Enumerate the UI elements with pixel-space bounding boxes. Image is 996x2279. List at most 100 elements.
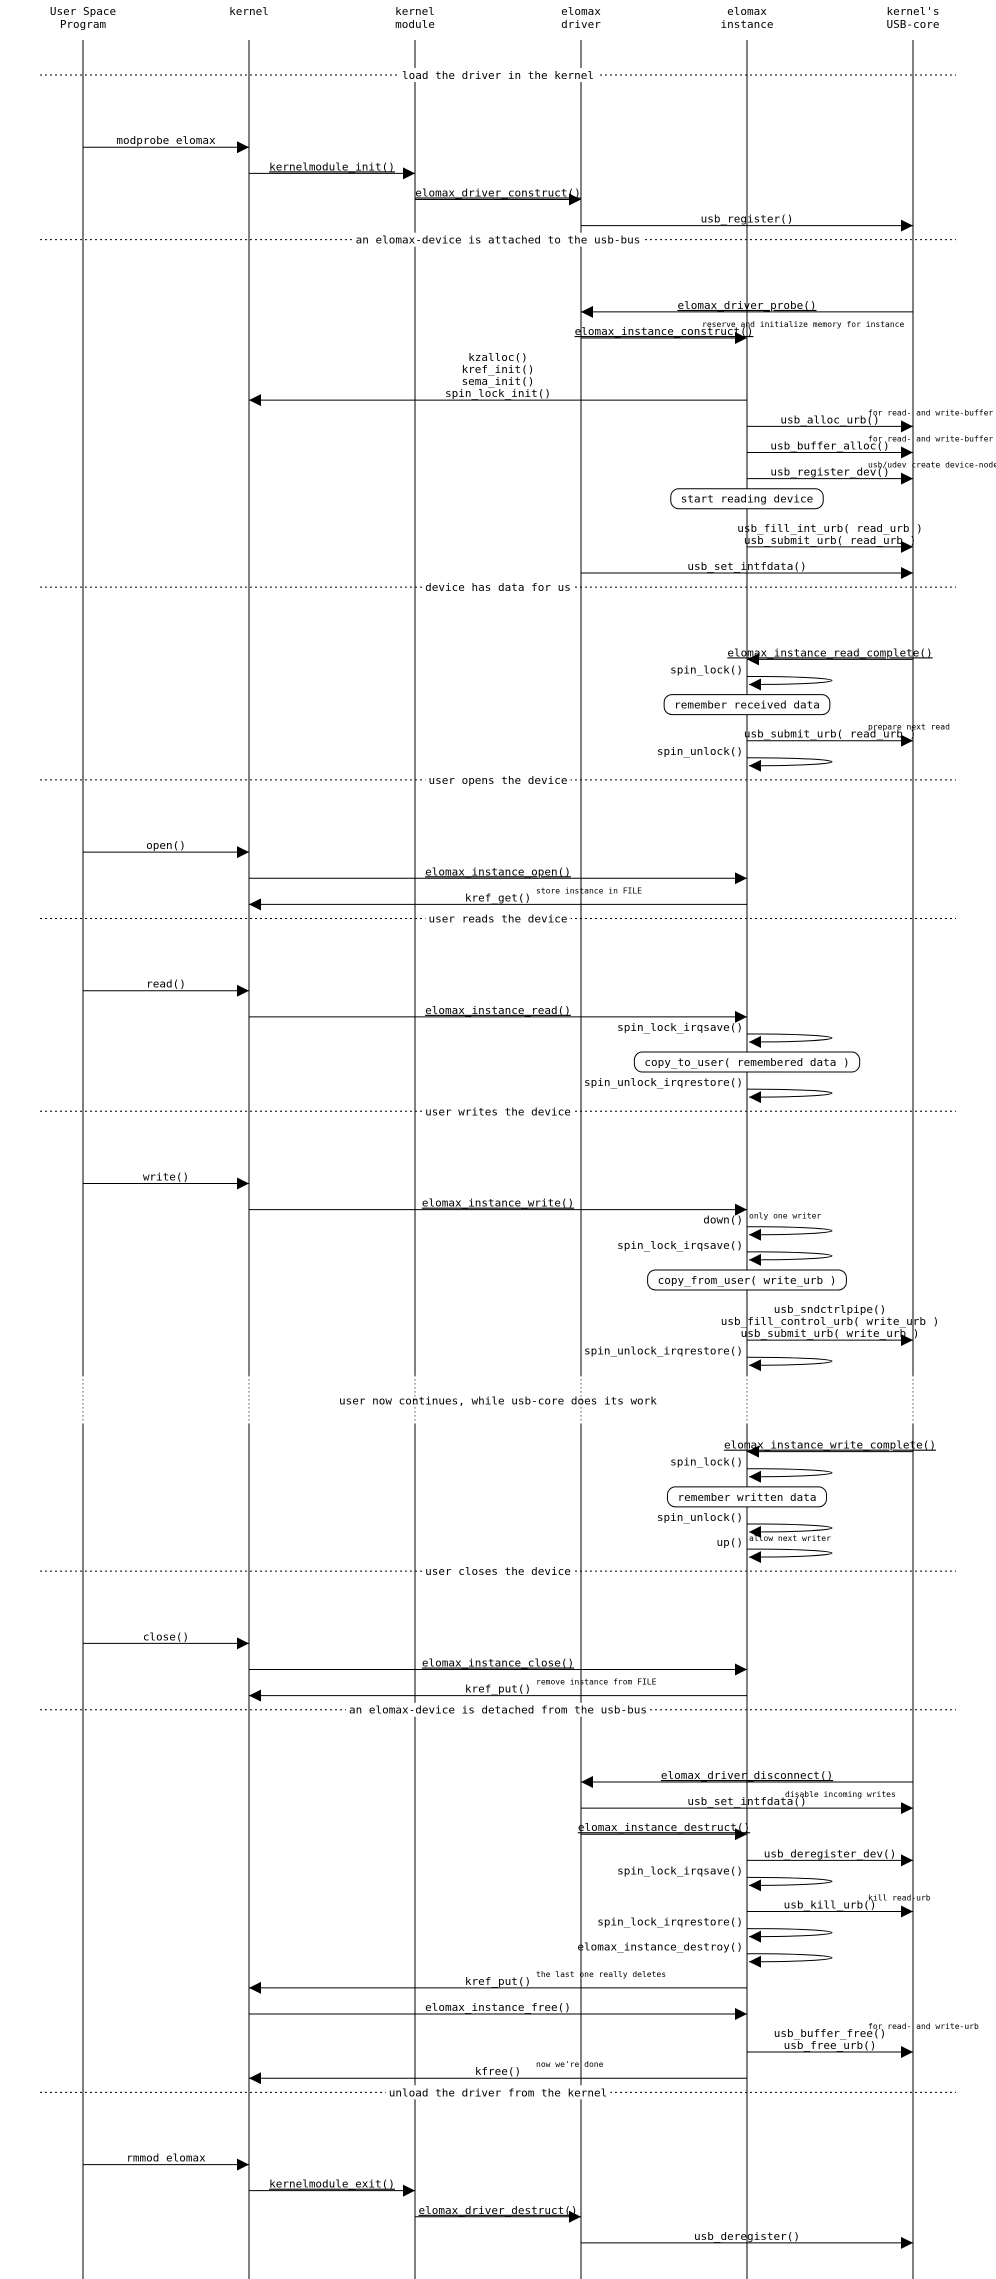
row-self: spin_lock_irqsave() — [617, 1239, 833, 1266]
row-msg: kref_get()store instance in FILE — [249, 886, 747, 911]
section-label: device has data for us — [425, 581, 571, 594]
message-label: elomax_instance_write_complete() — [724, 1439, 936, 1452]
row-msg: read() — [83, 978, 249, 997]
section-label-bg — [425, 911, 571, 926]
row-msg: kref_put() the last one really deletes — [249, 1970, 747, 1994]
continuation-note: user now continues, while usb-core does … — [339, 1395, 657, 1408]
self-call-label: spin_unlock() — [657, 1511, 743, 1524]
row-section: user closes the device — [40, 1564, 956, 1579]
message-label: usb_register() — [701, 213, 794, 226]
message-label: kzalloc() — [468, 351, 528, 364]
self-call-label: spin_unlock_irqrestore() — [584, 1344, 743, 1357]
participant-label-inst: elomax — [727, 5, 767, 18]
self-call-arrow — [746, 1033, 833, 1048]
row-msg: usb_fill_int_urb( read_urb )usb_submit_u… — [737, 522, 923, 553]
row-self: elomax_instance_destroy() — [577, 1941, 833, 1968]
row-msg: kernelmodule_exit() — [249, 2178, 415, 2197]
section-label: unload the driver from the kernel — [389, 2086, 608, 2099]
self-call-note: only one writer — [749, 1212, 821, 1221]
self-call-arrow — [746, 1928, 833, 1943]
self-call-arrow — [746, 757, 833, 772]
message-note: usb/udev create device-node — [868, 461, 996, 470]
self-call-arrow — [746, 1251, 833, 1266]
section-label: user opens the device — [428, 774, 567, 787]
message-label: elomax_instance_open() — [425, 865, 571, 878]
self-call-label: spin_lock() — [670, 663, 743, 676]
self-call-label: spin_lock_irqsave() — [617, 1021, 743, 1034]
row-msg: close() — [83, 1630, 249, 1650]
row-msg: elomax_instance_free() — [249, 2001, 747, 2020]
row-box: copy_to_user( remembered data ) — [633, 1051, 861, 1073]
row-msg: elomax_instance_destruct() — [578, 1821, 750, 1841]
message-label: rmmod elomax — [126, 2152, 206, 2165]
section-label: an elomax-device is attached to the usb-… — [356, 234, 641, 247]
row-msg: elomax_driver_probe() — [581, 299, 913, 318]
row-msg: elomax_instance_write() — [249, 1197, 747, 1216]
participant-label-kmod: kernel — [395, 5, 435, 18]
message-label: elomax_driver_probe() — [677, 299, 816, 312]
section-label: user closes the device — [425, 1565, 571, 1578]
participant-label-user: Program — [60, 18, 107, 31]
row-self: spin_lock() — [670, 663, 833, 691]
self-call-label: up() — [717, 1536, 744, 1549]
section-label-bg — [385, 2085, 611, 2100]
self-call-arrow — [746, 1468, 833, 1483]
action-box — [670, 488, 824, 510]
row-self: spin_unlock_irqrestore() — [584, 1344, 833, 1372]
message-label: usb_buffer_free() — [774, 2027, 887, 2040]
self-call-note: allow next writer — [749, 1534, 831, 1543]
action-box — [666, 1486, 828, 1508]
self-call-label: spin_lock_irqsave() — [617, 1239, 743, 1252]
row-msg: usb_deregister_dev() — [747, 1847, 913, 1867]
row-msg: usb_buffer_free()usb_free_urb()for read-… — [747, 2022, 979, 2059]
section-label: an elomax-device is detached from the us… — [349, 1704, 647, 1717]
row-section: load the driver in the kernel — [40, 68, 956, 82]
row-msg: usb_register() — [581, 213, 913, 232]
message-note: the last one really deletes — [536, 1970, 666, 1979]
self-call-label: spin_unlock() — [657, 745, 743, 758]
participant-label-drv: driver — [561, 18, 601, 31]
message-label: elomax_instance_free() — [425, 2001, 571, 2014]
section-label-bg — [422, 1564, 574, 1579]
self-call-arrow — [746, 1088, 833, 1104]
row-section: user writes the device — [40, 1104, 956, 1119]
row-self: down()only one writer — [703, 1212, 833, 1241]
message-note: disable incoming writes — [785, 1790, 896, 1799]
message-label: elomax_instance_read() — [425, 1004, 571, 1017]
message-label: read() — [146, 978, 186, 991]
row-self: spin_lock_irqrestore() — [597, 1916, 833, 1943]
section-label-bg — [398, 68, 598, 82]
row-self: spin_lock_irqsave() — [617, 1021, 833, 1048]
row-msg: elomax_instance_read() — [249, 1004, 747, 1023]
row-box: copy_from_user( write_urb ) — [647, 1269, 847, 1291]
message-label: kernelmodule_exit() — [269, 2178, 395, 2191]
row-section: an elomax-device is attached to the usb-… — [40, 232, 956, 247]
row-box: remember received data — [663, 694, 831, 716]
message-label: usb_register_dev() — [770, 466, 889, 479]
participant-label-usb: USB-core — [887, 18, 940, 31]
row-msg: usb_kill_urb()kill read-urb — [747, 1894, 931, 1918]
self-call-arrow — [746, 1356, 833, 1372]
message-note: for read- and write-buffer — [868, 408, 993, 417]
row-msg: kfree()now we're done — [249, 2060, 747, 2085]
message-label: close() — [143, 1630, 189, 1643]
message-label: kref_put() — [465, 1975, 531, 1988]
row-msg: usb_set_intfdata()disable incoming write… — [581, 1790, 913, 1815]
row-msg: elomax_instance_close() — [249, 1657, 747, 1676]
message-label: elomax_instance_destruct() — [578, 1821, 750, 1834]
message-note: kill read-urb — [868, 1894, 931, 1903]
section-label: user writes the device — [425, 1105, 571, 1118]
self-call-label: elomax_instance_destroy() — [577, 1941, 743, 1954]
row-msg: elomax_driver_construct() — [415, 186, 581, 206]
message-label: usb_fill_control_urb( write_urb ) — [721, 1315, 940, 1328]
row-msg: usb_set_intfdata() — [581, 560, 913, 580]
row-section: an elomax-device is detached from the us… — [40, 1702, 956, 1717]
participant-label-inst: instance — [721, 18, 774, 31]
message-label: usb_submit_urb( read_urb ) — [744, 534, 916, 547]
row-msg: elomax_driver_disconnect() — [581, 1769, 913, 1788]
row-msg: kzalloc()kref_init()sema_init()spin_lock… — [249, 351, 747, 407]
row-msg: elomax_instance_write_complete() — [724, 1439, 936, 1458]
action-box-label: remember received data — [674, 699, 820, 712]
participant-label-drv: elomax — [561, 5, 601, 18]
row-self: spin_unlock_irqrestore() — [584, 1076, 833, 1104]
